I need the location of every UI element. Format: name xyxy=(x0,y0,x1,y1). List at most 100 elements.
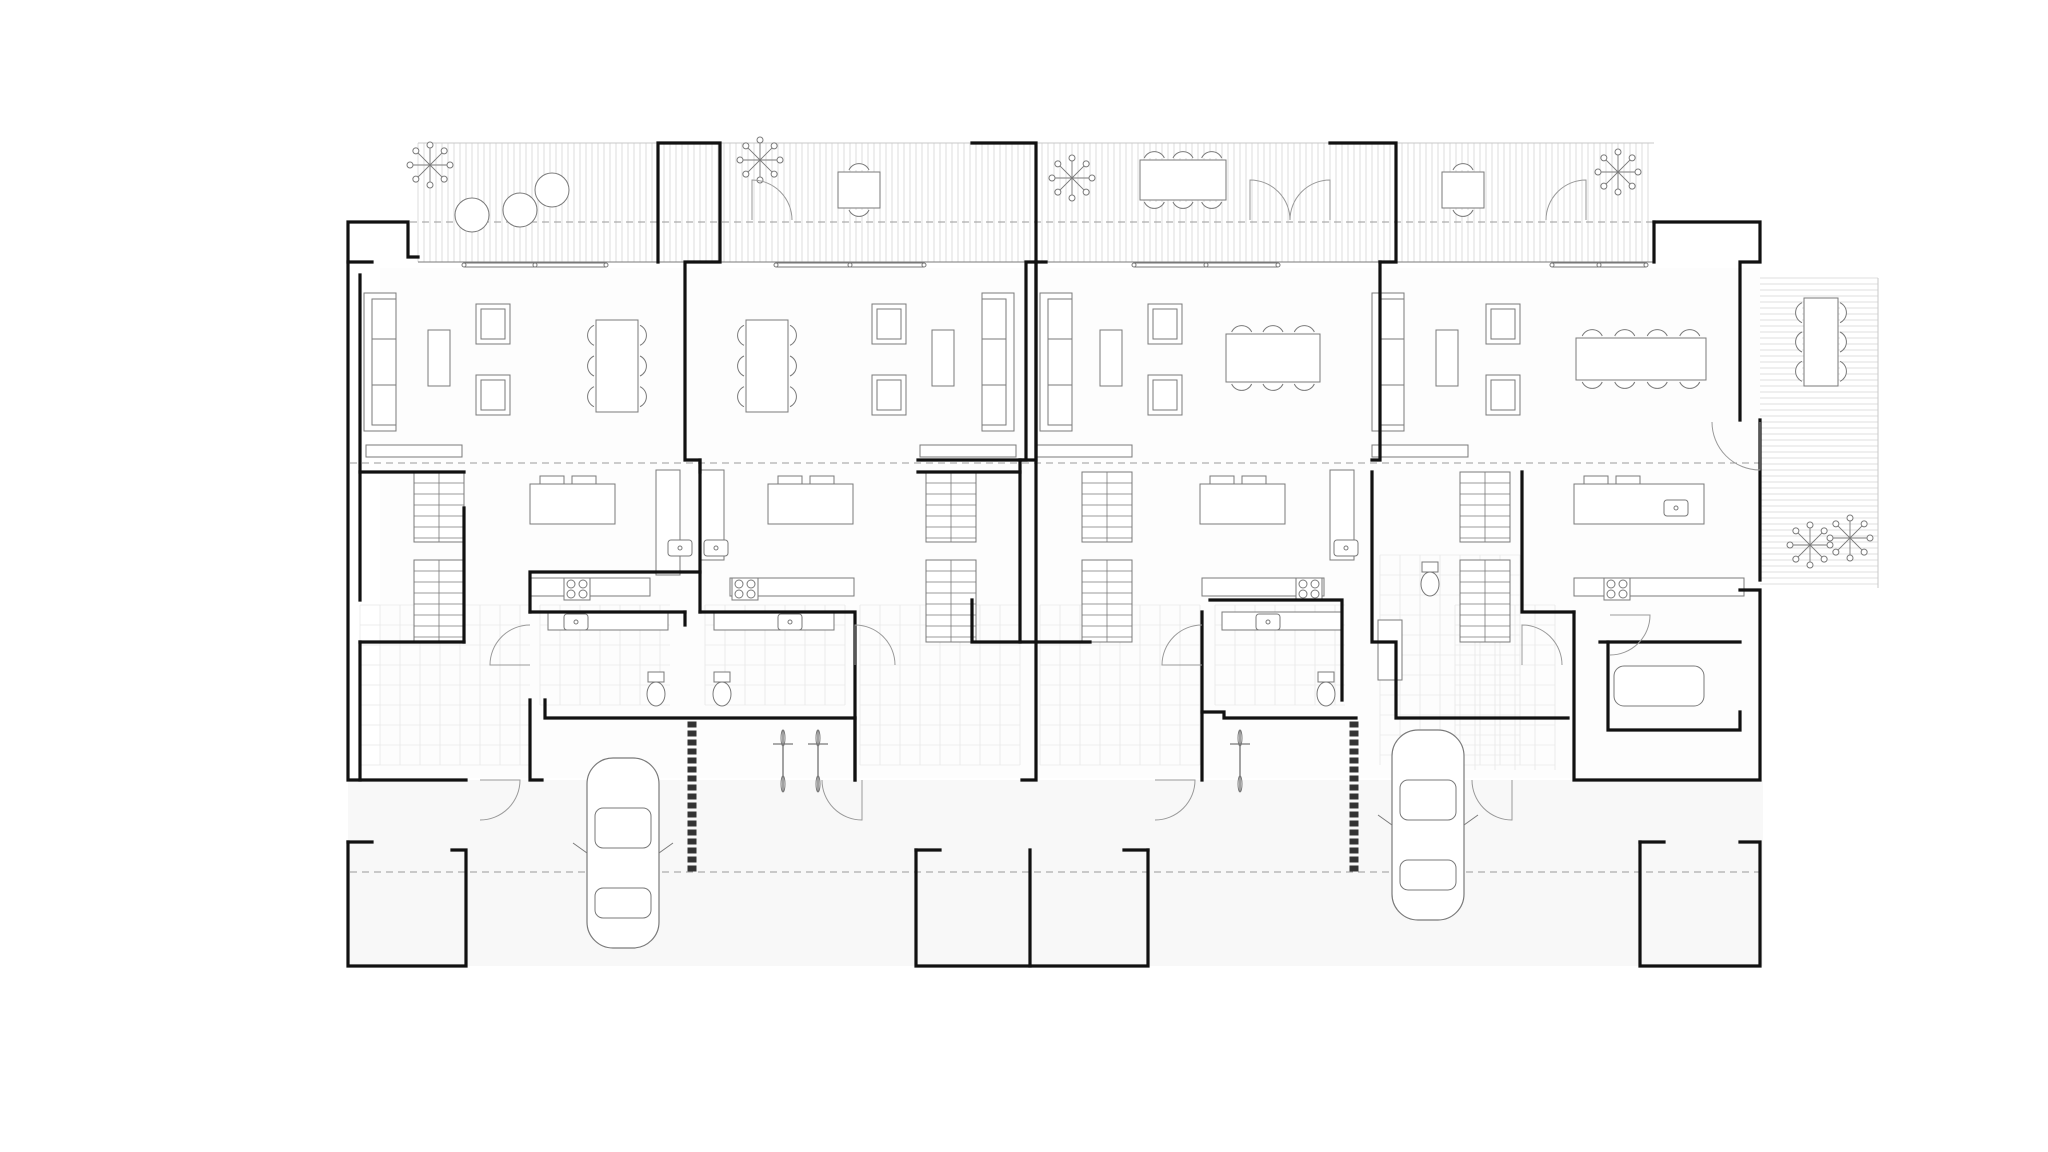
cooktop xyxy=(731,577,759,601)
plant-leaf xyxy=(1806,561,1814,569)
rail-block xyxy=(687,802,697,809)
chair xyxy=(1293,383,1315,391)
rail-block xyxy=(687,739,697,746)
chair xyxy=(1679,381,1701,389)
chair xyxy=(587,324,595,346)
chair xyxy=(789,324,797,346)
window-mark xyxy=(603,262,609,268)
armchair xyxy=(1147,374,1183,416)
bike-wheel xyxy=(815,729,821,747)
burner xyxy=(734,579,744,589)
staircase xyxy=(413,471,465,543)
door-swing xyxy=(1711,421,1761,471)
rail-block xyxy=(687,820,697,827)
bike-wheel xyxy=(780,775,786,793)
toilet-tank xyxy=(1421,561,1439,573)
plant-leaf xyxy=(1068,154,1076,162)
stool xyxy=(1583,475,1609,485)
burner xyxy=(1310,579,1320,589)
toilet xyxy=(1420,561,1440,597)
chair xyxy=(639,386,647,408)
rail-block xyxy=(1349,865,1359,872)
door-swing xyxy=(489,624,531,666)
armchair-seat xyxy=(1490,308,1516,340)
rail-block xyxy=(1349,775,1359,782)
armchair-seat xyxy=(1152,379,1178,411)
chair xyxy=(1795,360,1803,382)
bike-wheel xyxy=(815,775,821,793)
coffee-table xyxy=(931,329,955,387)
table-top xyxy=(745,319,789,413)
chair xyxy=(1839,302,1847,324)
rail-block xyxy=(687,766,697,773)
burner xyxy=(1606,579,1616,589)
burner xyxy=(1606,589,1616,599)
plant-leaf xyxy=(1826,541,1834,549)
window-mark xyxy=(532,262,538,268)
wall xyxy=(1370,470,1570,720)
plant-leaf xyxy=(1832,548,1840,556)
bicycle xyxy=(1230,729,1250,793)
burner xyxy=(578,589,588,599)
plant-leaf xyxy=(1832,520,1840,528)
wall xyxy=(1370,260,1382,462)
plant-leaf xyxy=(1068,194,1076,202)
sink xyxy=(563,613,589,631)
chair xyxy=(1262,383,1284,391)
rail-block xyxy=(1349,820,1359,827)
sink xyxy=(777,613,803,631)
plant xyxy=(1786,521,1834,569)
kitchen-counter xyxy=(1573,577,1745,597)
side-counter xyxy=(655,469,681,576)
window-mark xyxy=(773,262,779,268)
wall xyxy=(543,698,857,720)
armchair xyxy=(1485,374,1521,416)
wall xyxy=(528,698,544,782)
plant-leaf xyxy=(1082,160,1090,168)
vanity xyxy=(1221,611,1343,631)
car xyxy=(572,757,674,949)
chair xyxy=(1646,381,1668,389)
kitchen-counter xyxy=(1201,577,1325,597)
staircase xyxy=(1459,559,1511,643)
dining-table xyxy=(737,319,797,413)
door-swing xyxy=(1161,624,1203,666)
wall xyxy=(346,220,420,264)
toilet-tank xyxy=(647,671,665,683)
stool xyxy=(809,475,835,485)
burner xyxy=(1298,579,1308,589)
rail-block xyxy=(687,865,697,872)
sink xyxy=(703,539,729,557)
plant-leaf xyxy=(1082,188,1090,196)
plant-leaf xyxy=(446,161,454,169)
chair xyxy=(1201,201,1223,209)
drain xyxy=(677,545,683,551)
chair xyxy=(737,355,745,377)
plant-leaf xyxy=(1634,168,1642,176)
plant-leaf xyxy=(1088,174,1096,182)
sofa-seat xyxy=(981,298,1007,426)
rail-block xyxy=(687,829,697,836)
armchair xyxy=(871,303,907,345)
chair xyxy=(1839,360,1847,382)
coffee-table xyxy=(427,329,451,387)
armchair-seat xyxy=(876,379,902,411)
rail-block xyxy=(687,757,697,764)
bicycle xyxy=(773,729,793,793)
chair xyxy=(1231,383,1253,391)
plant-leaf xyxy=(1054,188,1062,196)
plant-leaf xyxy=(776,156,784,164)
armchair xyxy=(871,374,907,416)
window-mark xyxy=(461,262,467,268)
rear-window xyxy=(594,887,652,919)
plant-leaf xyxy=(426,181,434,189)
plant xyxy=(1048,154,1096,202)
toilet xyxy=(712,671,732,707)
stool xyxy=(1209,475,1235,485)
table-top xyxy=(837,171,881,209)
plant-leaf xyxy=(1786,541,1794,549)
wall xyxy=(1606,640,1742,732)
rail-block xyxy=(687,721,697,728)
mirror xyxy=(572,842,588,854)
